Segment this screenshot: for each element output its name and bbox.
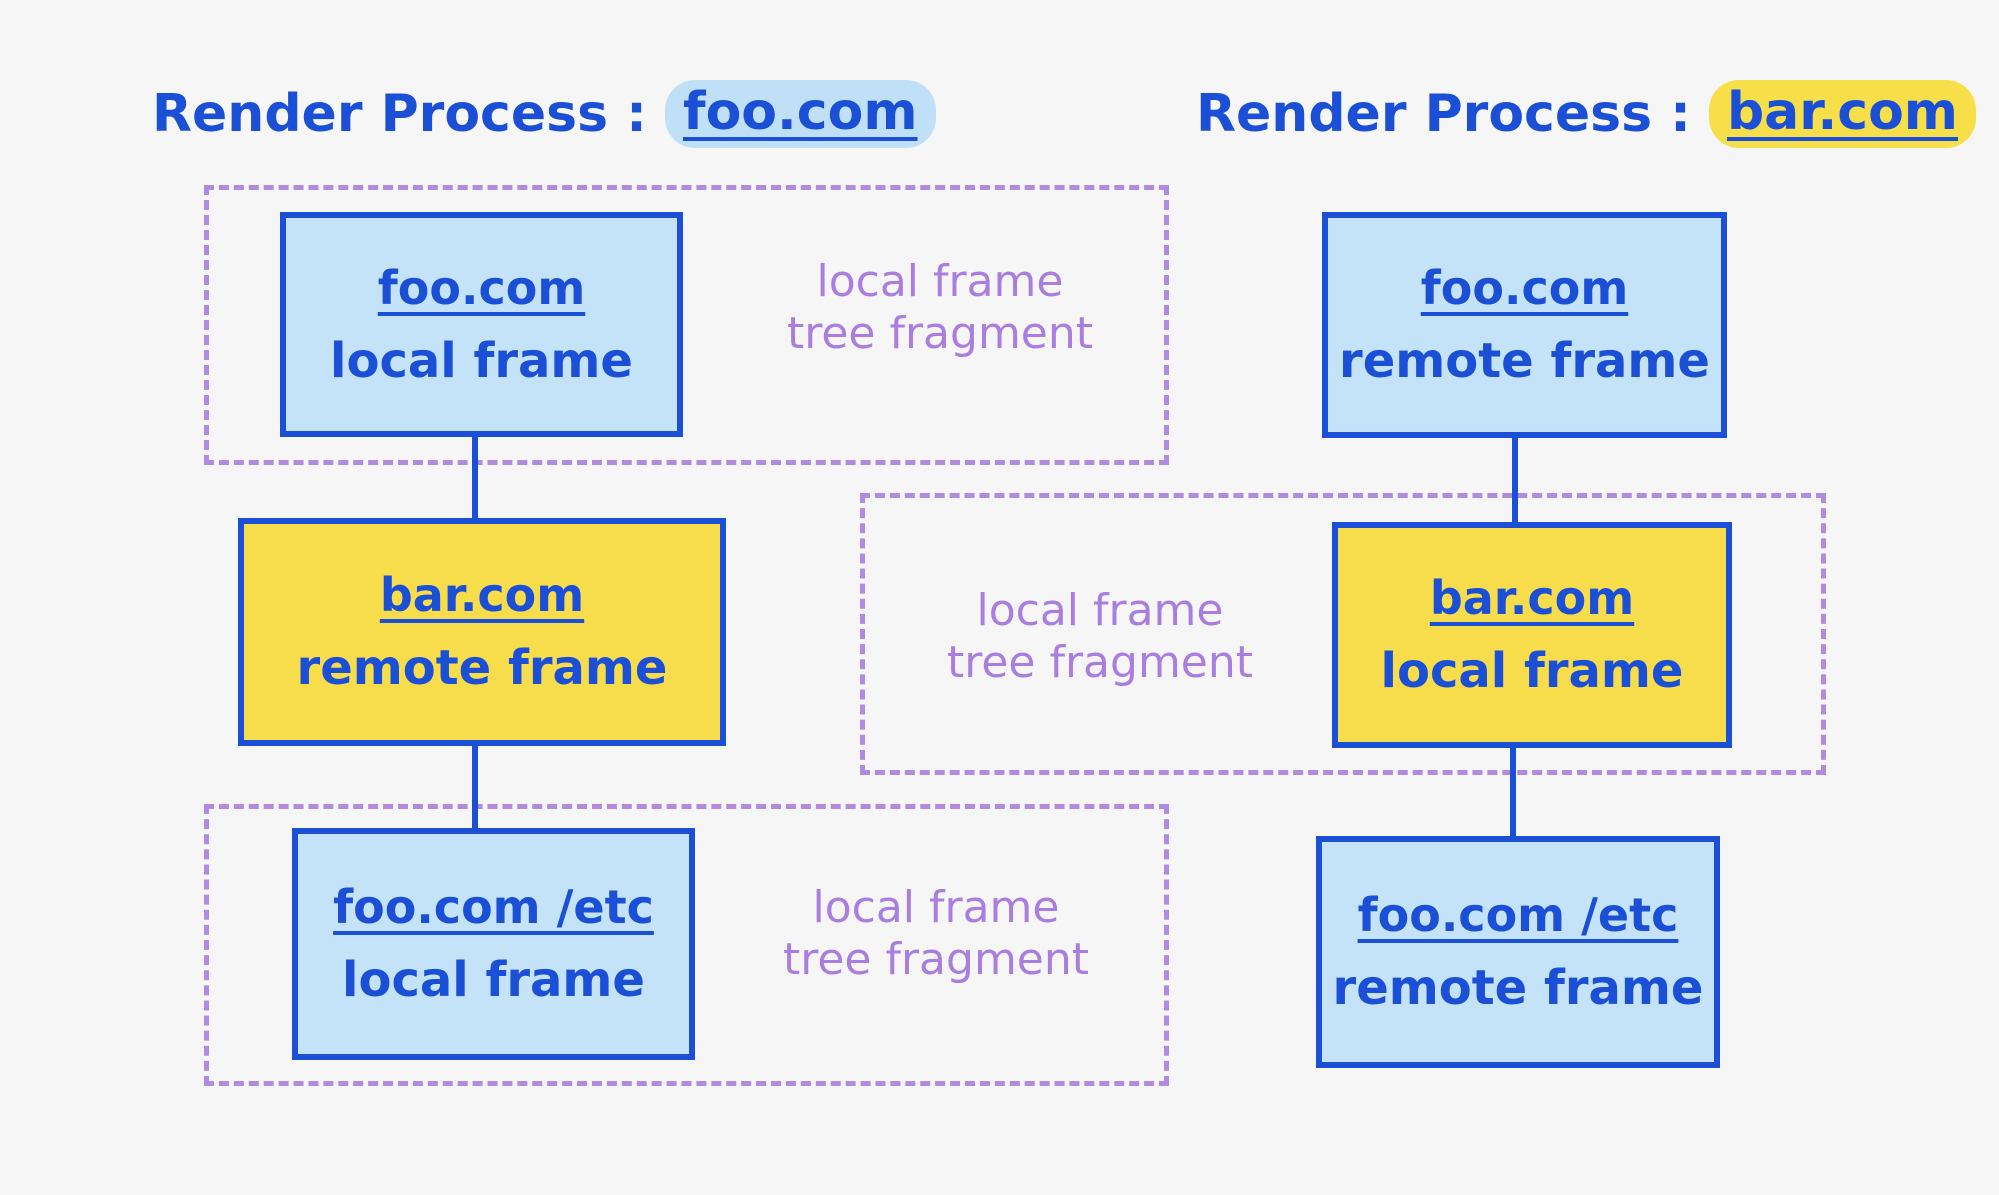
- left-process-host: foo.com: [664, 80, 936, 148]
- right-process-label: Render Process :: [1196, 84, 1691, 144]
- fragment-label-line-2: tree fragment: [782, 934, 1090, 985]
- right-middle-fragment-box: [860, 493, 1826, 775]
- frame-type: local frame: [342, 952, 645, 1008]
- frame-type: remote frame: [296, 640, 668, 696]
- right-middle-frame: bar.com local frame: [1332, 522, 1732, 748]
- right-connector-root-middle: [1512, 436, 1518, 524]
- right-connector-middle-leaf: [1510, 746, 1516, 838]
- frame-origin: foo.com: [1420, 261, 1629, 315]
- frame-type: local frame: [1380, 643, 1684, 699]
- left-bottom-fragment-label: local frame tree fragment: [766, 882, 1106, 986]
- fragment-label-line-2: tree fragment: [946, 637, 1254, 688]
- left-connector-middle-leaf: [472, 744, 478, 830]
- frame-origin: bar.com: [1429, 571, 1635, 625]
- fragment-label-line-1: local frame: [976, 585, 1224, 636]
- right-process-host: bar.com: [1708, 80, 1976, 148]
- left-process-label: Render Process :: [152, 84, 647, 144]
- frame-type: remote frame: [1339, 333, 1710, 389]
- left-root-frame: foo.com local frame: [280, 212, 683, 437]
- fragment-label-line-1: local frame: [816, 256, 1064, 307]
- frame-origin: foo.com: [377, 260, 586, 315]
- fragment-label-line-1: local frame: [812, 882, 1060, 933]
- right-leaf-frame: foo.com /etc remote frame: [1316, 836, 1720, 1068]
- left-leaf-frame: foo.com /etc local frame: [292, 828, 695, 1060]
- left-connector-root-middle: [472, 436, 478, 520]
- frame-origin: foo.com /etc: [1357, 888, 1679, 942]
- right-process-title: Render Process : bar.com: [1196, 74, 1976, 154]
- left-top-fragment-box: [204, 185, 1169, 465]
- right-middle-fragment-label: local frame tree fragment: [930, 585, 1270, 689]
- frame-origin: foo.com /etc: [333, 880, 654, 934]
- fragment-label-line-2: tree fragment: [786, 308, 1094, 359]
- frame-origin: bar.com: [379, 568, 585, 622]
- left-process-title: Render Process : foo.com: [152, 74, 936, 154]
- left-bottom-fragment-box: [204, 804, 1169, 1086]
- left-middle-frame: bar.com remote frame: [238, 518, 726, 746]
- frame-type: remote frame: [1332, 960, 1704, 1016]
- frame-type: local frame: [330, 332, 633, 389]
- right-root-frame: foo.com remote frame: [1322, 212, 1727, 438]
- left-top-fragment-label: local frame tree fragment: [770, 256, 1110, 360]
